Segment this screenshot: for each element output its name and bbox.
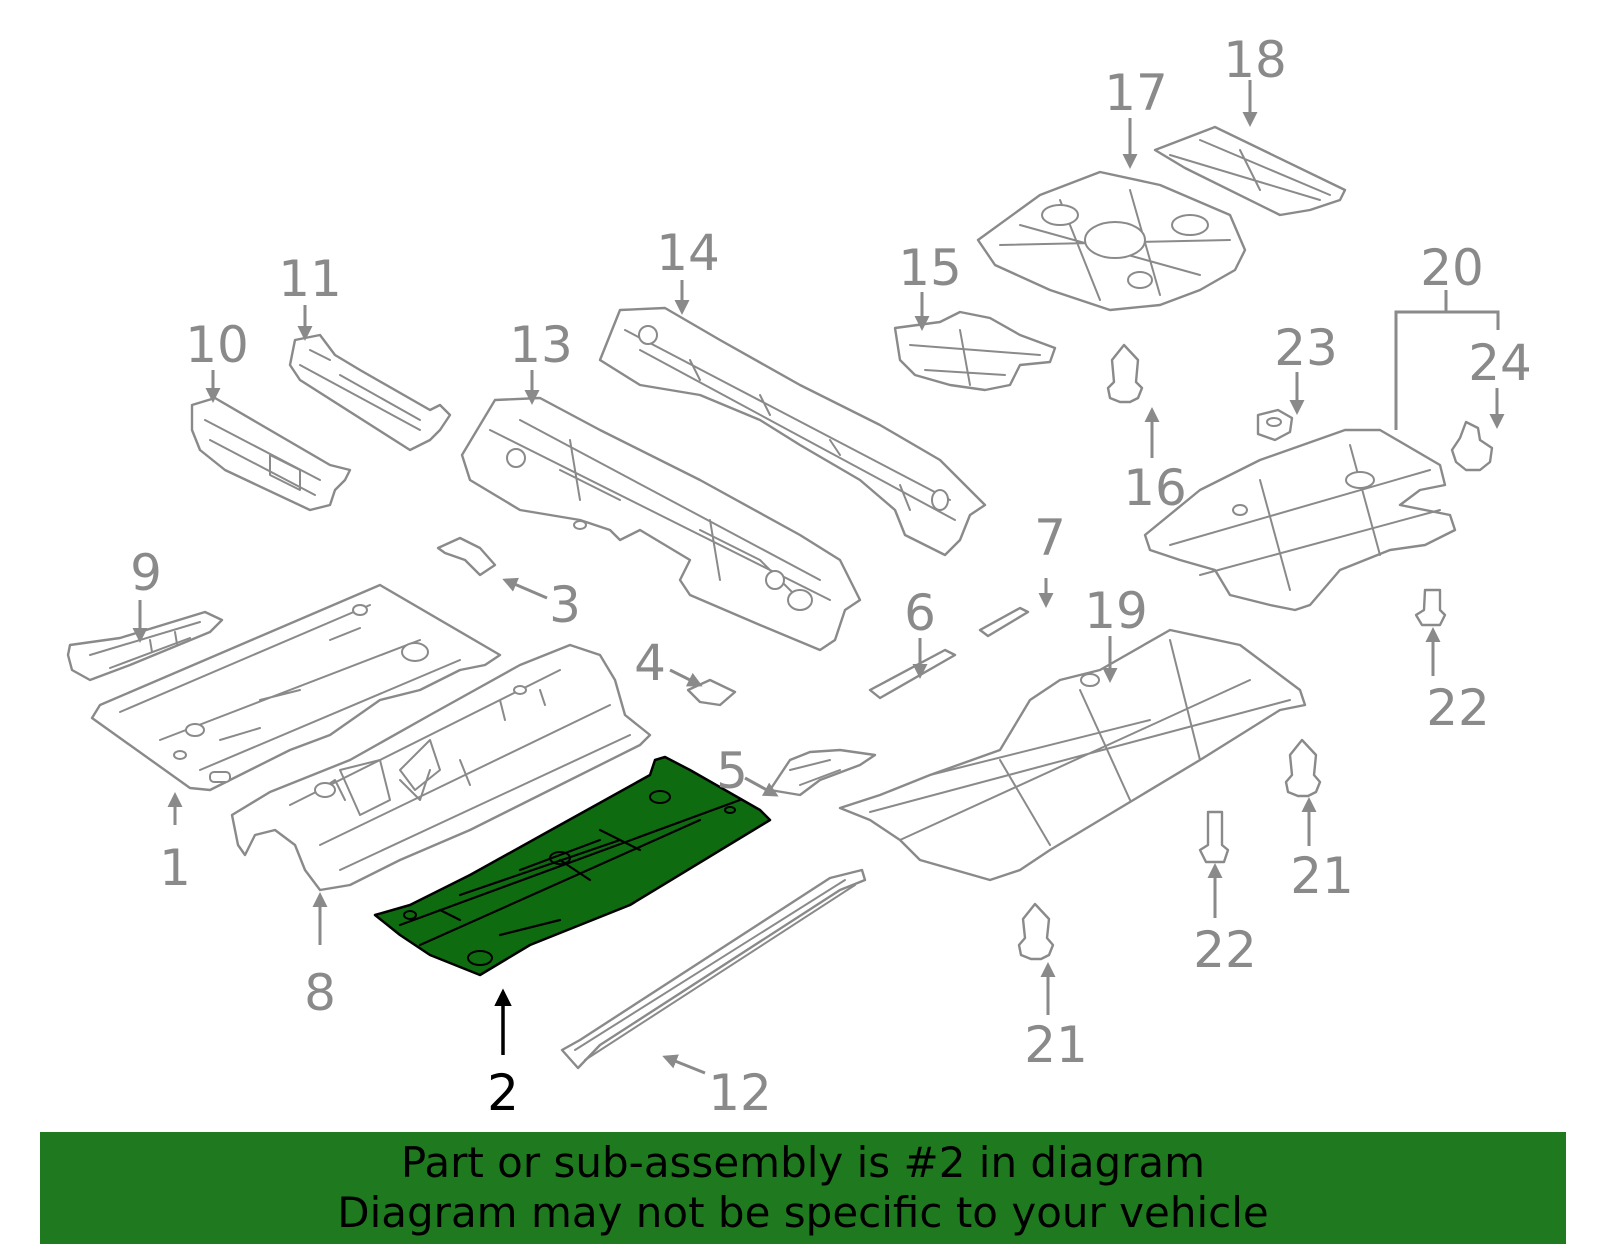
banner-line-disclaimer: Diagram may not be specific to your vehi…	[337, 1188, 1269, 1237]
callout-23: 23	[1274, 319, 1338, 377]
callout-13: 13	[509, 316, 573, 374]
part-10[interactable]	[190, 396, 352, 512]
fastener-23[interactable]	[1256, 408, 1294, 442]
callout-12: 12	[708, 1064, 772, 1122]
callout-24: 24	[1468, 334, 1532, 392]
part-5[interactable]	[768, 748, 877, 797]
callout-19: 19	[1084, 582, 1148, 640]
part-1[interactable]	[90, 583, 502, 792]
callout-labels: 1 2 3 4 5 6 7 8 9 10 11 12 13 14 15 16 1…	[130, 31, 1532, 1122]
callout-21-center: 21	[1024, 1016, 1088, 1074]
fastener-21-right[interactable]	[1284, 738, 1322, 798]
part-18[interactable]	[1153, 125, 1347, 217]
callout-6: 6	[904, 584, 936, 642]
callout-16: 16	[1123, 459, 1187, 517]
part-19[interactable]	[838, 628, 1307, 882]
part-11[interactable]	[288, 333, 452, 452]
callout-21-right: 21	[1290, 847, 1354, 905]
part-6[interactable]	[868, 648, 957, 700]
part-14[interactable]	[598, 306, 987, 557]
fastener-16[interactable]	[1106, 343, 1144, 404]
part-7[interactable]	[978, 606, 1030, 638]
callout-18: 18	[1223, 31, 1287, 89]
callout-17: 17	[1104, 64, 1168, 122]
fastener-24[interactable]	[1450, 420, 1494, 472]
fastener-22-right[interactable]	[1414, 588, 1447, 627]
part-13[interactable]	[460, 396, 862, 652]
callout-14: 14	[656, 224, 720, 282]
part-12[interactable]	[560, 868, 867, 1070]
part-20[interactable]	[1143, 428, 1457, 612]
callout-10: 10	[185, 316, 249, 374]
info-banner: Part or sub-assembly is #2 in diagram Di…	[40, 1132, 1566, 1244]
part-15[interactable]	[893, 310, 1057, 392]
callout-22-center: 22	[1193, 921, 1257, 979]
callout-2: 2	[487, 1064, 519, 1122]
callout-1: 1	[159, 839, 191, 897]
part-2-highlighted[interactable]	[373, 755, 772, 977]
part-17[interactable]	[976, 170, 1247, 312]
banner-line-part: Part or sub-assembly is #2 in diagram	[400, 1138, 1206, 1187]
callout-20: 20	[1420, 239, 1484, 297]
part-3[interactable]	[436, 536, 497, 577]
callout-9: 9	[130, 544, 162, 602]
callout-4: 4	[634, 634, 666, 692]
fastener-21-center[interactable]	[1017, 902, 1055, 961]
part-8[interactable]	[230, 643, 652, 892]
callout-7: 7	[1034, 509, 1066, 567]
callout-22-right: 22	[1426, 679, 1490, 737]
callout-3: 3	[549, 576, 581, 634]
callout-15: 15	[898, 239, 962, 297]
fastener-22-center[interactable]	[1198, 810, 1230, 864]
callout-8: 8	[304, 964, 336, 1022]
callout-11: 11	[278, 250, 342, 308]
callout-5: 5	[716, 742, 748, 800]
leader-lines	[132, 80, 1505, 1075]
